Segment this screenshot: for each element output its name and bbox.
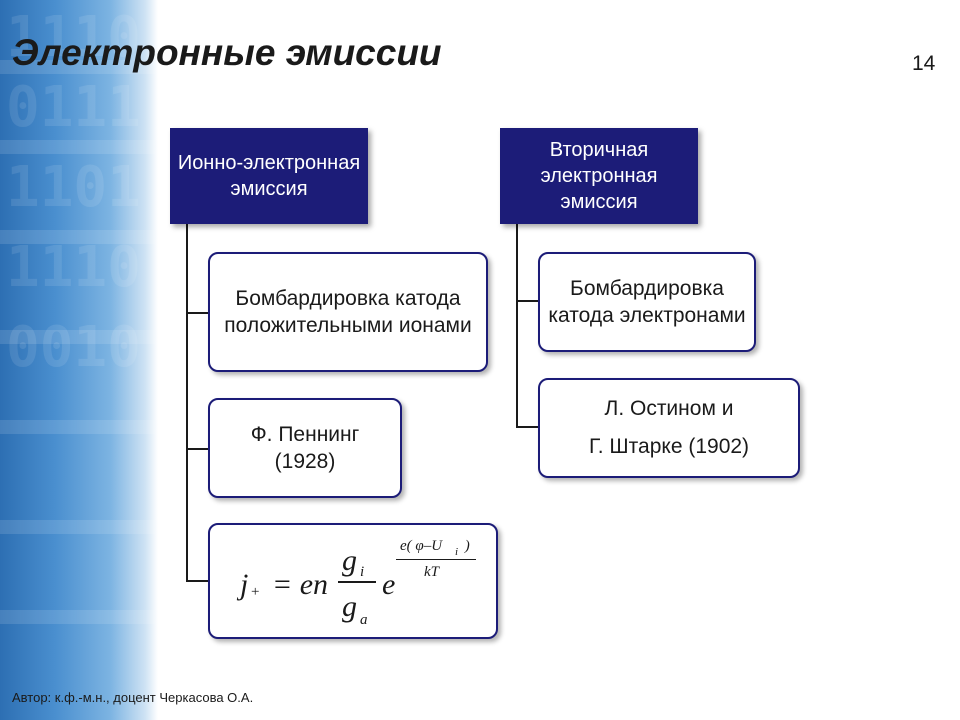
header-secondary-electron-emission: Вторичная электронная эмиссия bbox=[500, 128, 698, 224]
node-formula: j + = en g i g a e e( φ–U i ) kT bbox=[208, 523, 498, 639]
node-cathode-electron-bombardment-label: Бомбардировка катода электронами bbox=[548, 276, 746, 327]
formula-den-g: g bbox=[342, 590, 357, 623]
formula-exp-base: e bbox=[382, 568, 396, 601]
emission-formula: j + = en g i g a e e( φ–U i ) kT bbox=[210, 525, 496, 637]
right-connector-vertical bbox=[516, 224, 518, 428]
page-number: 14 bbox=[912, 52, 936, 75]
right-connector-h1 bbox=[516, 300, 540, 302]
left-connector-h1 bbox=[186, 312, 210, 314]
header-ion-electron-emission: Ионно-электронная эмиссия bbox=[170, 128, 368, 224]
right-connector-h2 bbox=[516, 426, 540, 428]
node-penning-label: Ф. Пеннинг (1928) bbox=[250, 422, 360, 473]
formula-num-sub: i bbox=[360, 564, 365, 580]
node-cathode-electron-bombardment: Бомбардировка катода электронами bbox=[538, 252, 756, 352]
formula-exp-den: kT bbox=[424, 564, 439, 580]
formula-exp-bar bbox=[396, 559, 476, 560]
node-cathode-ion-bombardment: Бомбардировка катода положительными иона… bbox=[208, 252, 488, 372]
left-connector-vertical bbox=[186, 224, 188, 582]
node-austin-starke: Л. Остином и Г. Штарке (1902) bbox=[538, 378, 800, 478]
author-footer: Автор: к.ф.-м.н., доцент Черкасова О.А. bbox=[12, 690, 254, 705]
side-decoration-band: 1110 0111 1101 1110 0010 bbox=[0, 0, 158, 720]
formula-j-sub: + bbox=[251, 584, 260, 600]
formula-fraction-bar bbox=[338, 581, 376, 583]
left-connector-h2 bbox=[186, 448, 210, 450]
node-austin-starke-line2: Г. Штарке (1902) bbox=[588, 435, 750, 458]
header-ion-electron-emission-label: Ионно-электронная эмиссия bbox=[177, 152, 361, 200]
formula-num-g: g bbox=[342, 544, 357, 577]
formula-exp-num-close: ) bbox=[461, 538, 470, 554]
formula-exp-num-sub: i bbox=[455, 546, 459, 558]
node-penning: Ф. Пеннинг (1928) bbox=[208, 398, 402, 498]
formula-exp-num: e( φ–U bbox=[400, 538, 443, 554]
header-secondary-electron-emission-label: Вторичная электронная эмиссия bbox=[540, 139, 658, 213]
formula-den-sub: a bbox=[360, 612, 368, 628]
left-connector-h3 bbox=[186, 580, 210, 582]
formula-eq-en: = en bbox=[272, 568, 329, 601]
formula-j: j bbox=[240, 568, 249, 601]
node-austin-starke-line1: Л. Остином и bbox=[604, 397, 734, 421]
slide-title: Электронные эмиссии bbox=[12, 32, 442, 73]
node-cathode-ion-bombardment-label: Бомбардировка катода положительными иона… bbox=[224, 286, 472, 337]
